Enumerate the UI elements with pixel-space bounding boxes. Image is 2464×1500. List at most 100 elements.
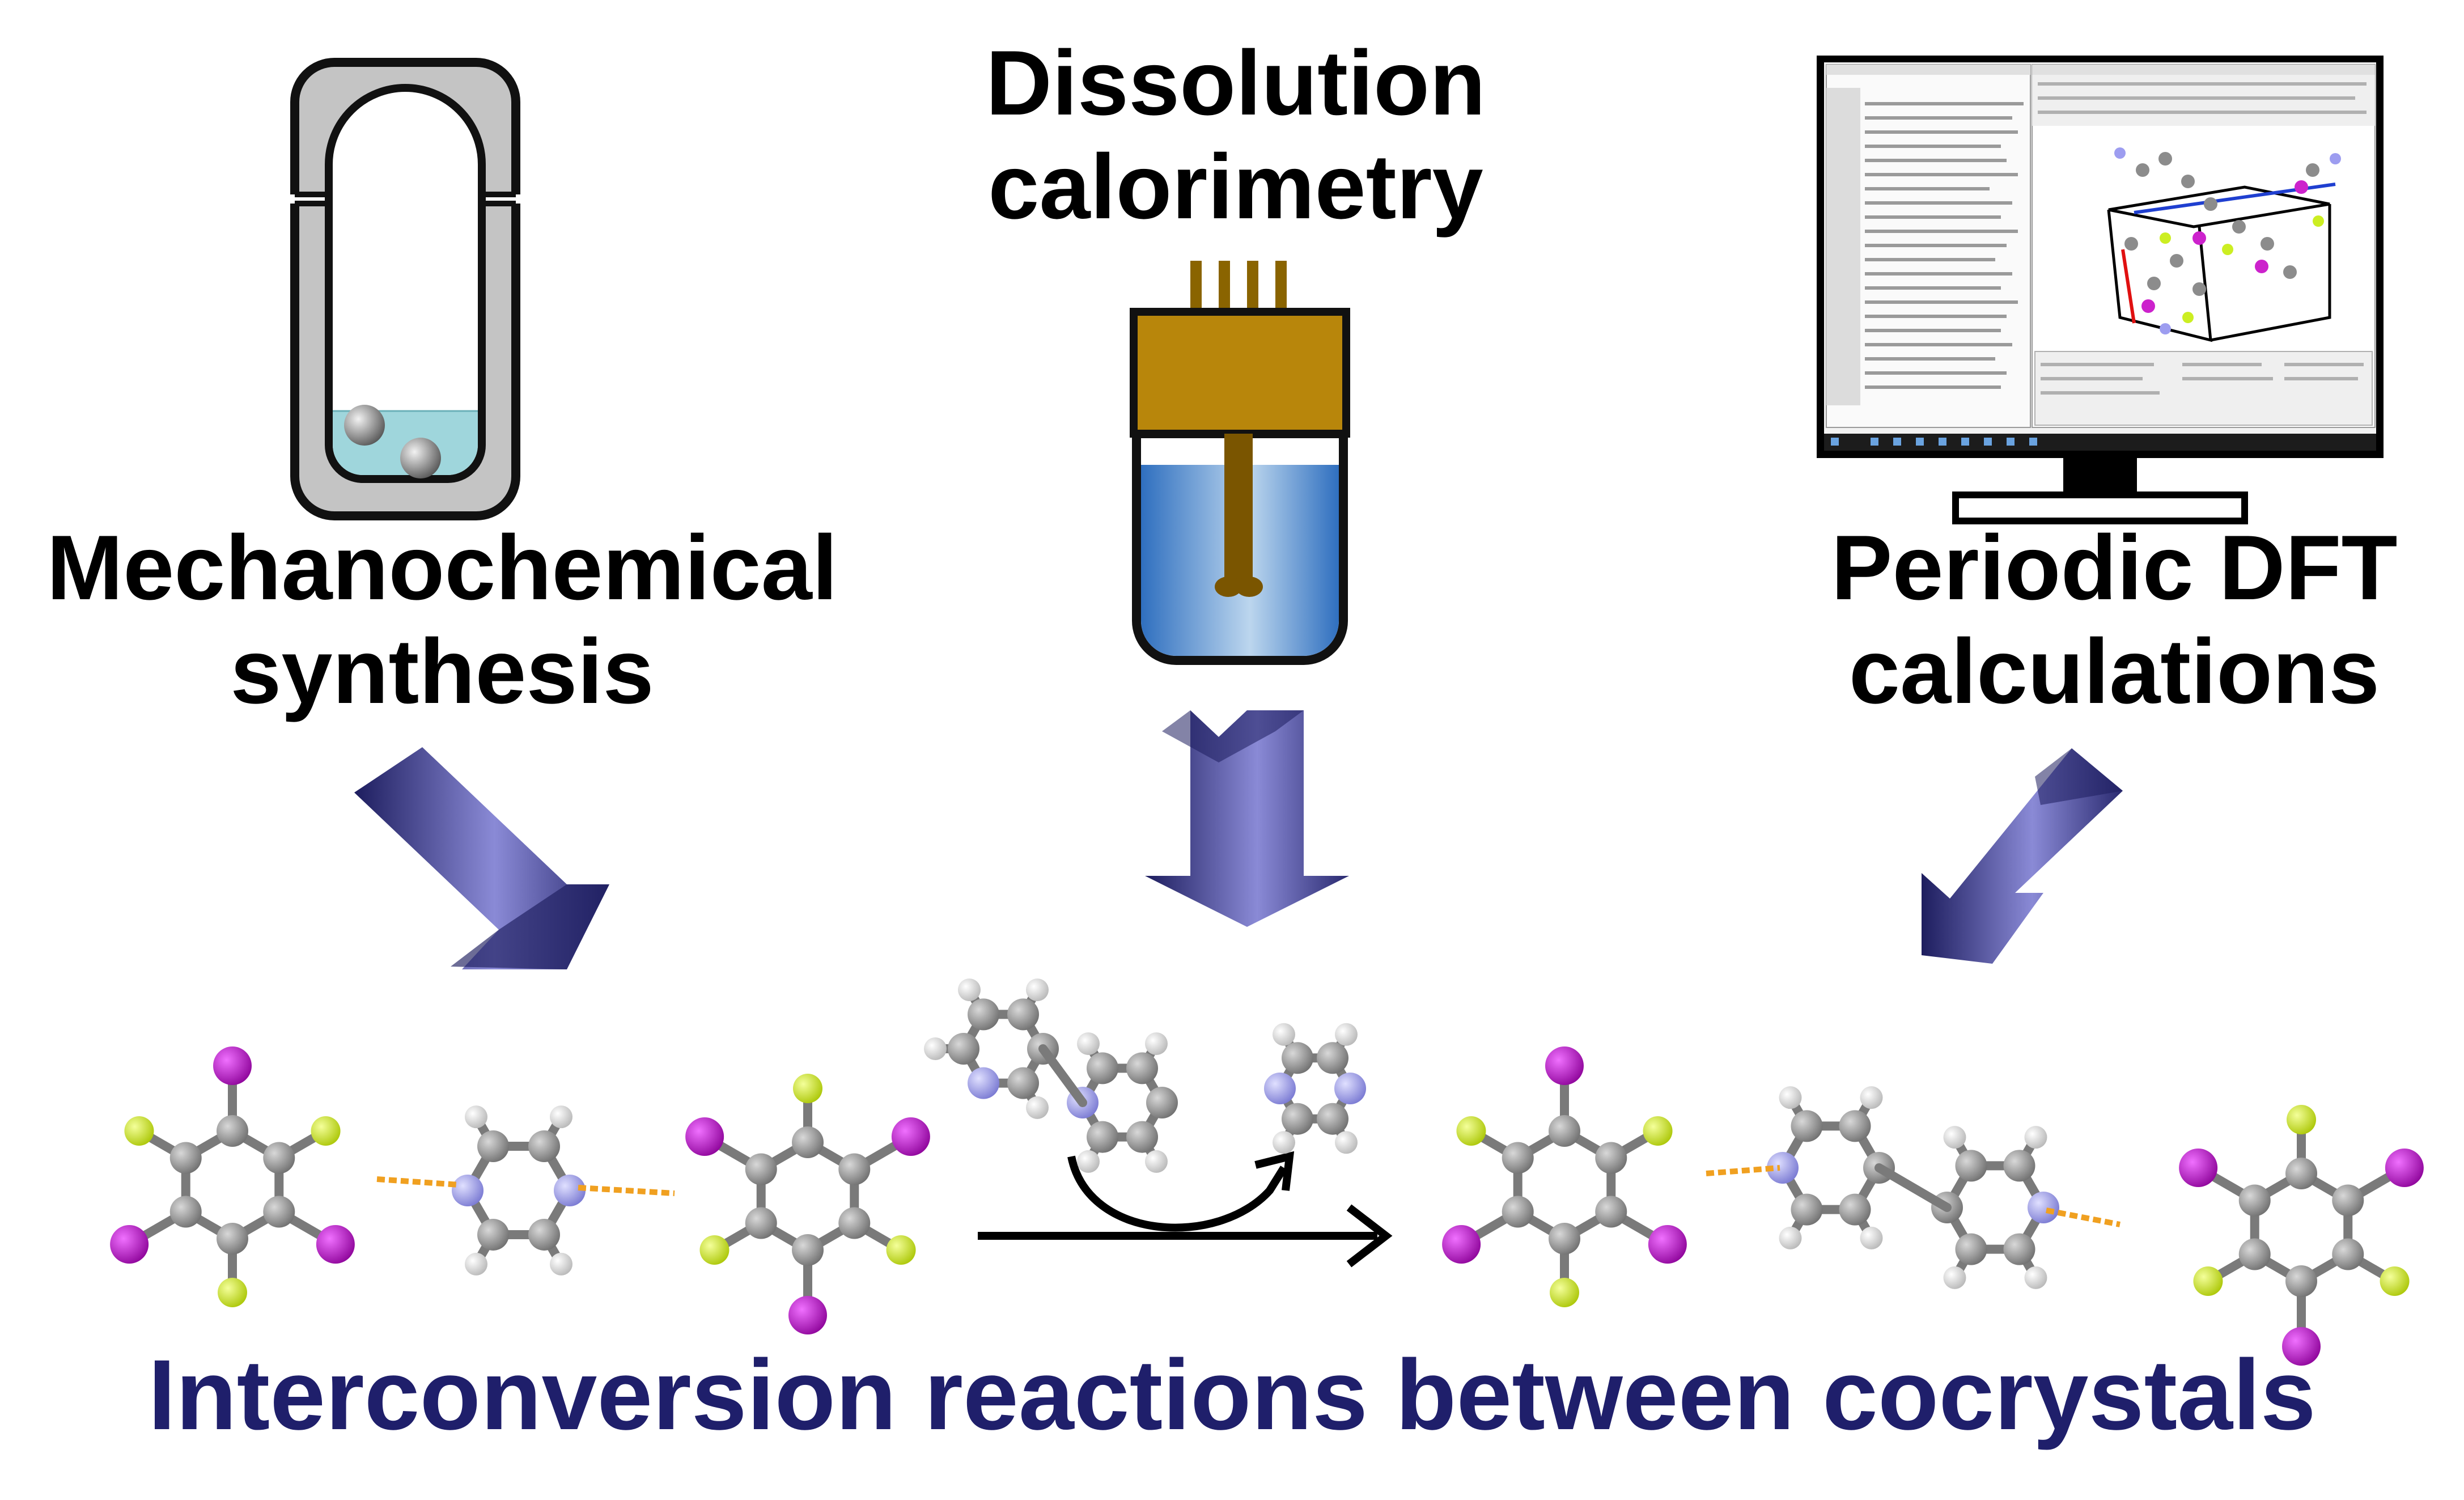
carbon-atom <box>1317 1103 1348 1135</box>
hydrogen-atom <box>2024 1126 2047 1149</box>
hydrogen-atom <box>550 1105 572 1129</box>
carbon-atom <box>528 1130 560 1163</box>
milling-jar-icon <box>283 58 527 520</box>
fluorine-atom <box>124 1116 154 1146</box>
iodine-atom <box>2282 1327 2321 1366</box>
carbon-atom <box>1087 1121 1118 1153</box>
iodine-atom <box>213 1046 252 1085</box>
carbon-atom <box>792 1126 824 1158</box>
carbon-atom <box>1007 1067 1039 1099</box>
covalent-bond <box>1038 1044 1087 1107</box>
dissolution-line-2: calorimetry <box>988 135 1483 239</box>
iodine-atom <box>1545 1046 1584 1085</box>
fluorine-atom <box>218 1278 247 1307</box>
arrow-center-down <box>1145 710 1349 927</box>
carbon-atom <box>1087 1052 1118 1084</box>
carbon-atom <box>477 1218 509 1251</box>
hydrogen-atom <box>1145 1032 1168 1056</box>
dft-line-2: calculations <box>1848 620 2380 723</box>
carbon-atom <box>968 998 999 1031</box>
carbon-atom <box>1955 1233 1987 1265</box>
carbon-atom <box>1007 998 1039 1031</box>
carbon-atom <box>1791 1193 1823 1226</box>
hydrogen-atom <box>1145 1150 1168 1173</box>
hydrogen-atom <box>550 1252 572 1276</box>
carbon-atom <box>1317 1042 1348 1074</box>
hydrogen-atom <box>1026 978 1049 1002</box>
hydrogen-atom <box>1335 1131 1358 1154</box>
iodine-atom <box>891 1117 930 1156</box>
calorimeter-icon <box>1130 261 1350 665</box>
dissolution-calorimetry-label: Dissolution calorimetry <box>941 31 1530 239</box>
milling-ball <box>400 438 441 478</box>
fluorine-atom <box>1550 1278 1579 1307</box>
nitrogen-atom <box>1264 1073 1296 1104</box>
fluorine-atom <box>2287 1105 2316 1134</box>
fluorine-atom <box>886 1235 916 1265</box>
carbon-atom <box>217 1115 248 1147</box>
nitrogen-atom <box>968 1067 999 1099</box>
milling-ball <box>344 405 385 446</box>
fluorine-atom <box>1643 1116 1673 1146</box>
carbon-atom <box>2003 1150 2035 1182</box>
nitrogen-atom <box>554 1175 586 1206</box>
carbon-atom <box>1595 1142 1627 1174</box>
nitrogen-atom <box>2028 1192 2059 1223</box>
carbon-atom <box>1146 1087 1178 1118</box>
main-title: Interconversion reactions between cocrys… <box>148 1340 2316 1451</box>
carbon-atom <box>169 1142 202 1174</box>
hydrogen-atom <box>1860 1086 1883 1109</box>
hydrogen-atom <box>465 1252 487 1276</box>
carbon-atom <box>1126 1121 1158 1153</box>
carbon-atom <box>792 1234 824 1266</box>
carbon-atom <box>1955 1150 1987 1182</box>
carbon-atom <box>838 1153 871 1185</box>
carbon-atom <box>1839 1110 1871 1142</box>
iodine-atom <box>316 1225 355 1264</box>
carbon-atom <box>2238 1238 2271 1270</box>
carbon-atom <box>1791 1110 1823 1142</box>
carbon-atom <box>263 1196 295 1228</box>
mechanochemical-line-2: synthesis <box>230 620 654 723</box>
nitrogen-atom <box>452 1175 484 1206</box>
carbon-atom <box>838 1207 871 1239</box>
carbon-atom <box>2003 1233 2035 1265</box>
halogen-bond <box>376 1176 460 1188</box>
hydrogen-atom <box>1077 1150 1100 1173</box>
carbon-atom <box>477 1130 509 1163</box>
carbon-atom <box>1502 1142 1534 1174</box>
dft-line-1: Periodic DFT <box>1831 516 2398 619</box>
carbon-atom <box>2332 1238 2364 1270</box>
carbon-atom <box>1282 1103 1313 1135</box>
hydrogen-atom <box>1273 1023 1295 1046</box>
fluorine-atom <box>311 1116 341 1146</box>
carbon-atom <box>2332 1184 2364 1217</box>
halogen-bond <box>1706 1165 1780 1176</box>
carbon-atom <box>2238 1184 2271 1217</box>
reaction-arrow <box>978 1151 1393 1268</box>
carbon-atom <box>528 1218 560 1251</box>
carbon-atom <box>263 1142 295 1174</box>
carbon-atom <box>948 1033 979 1065</box>
hydrogen-atom <box>1077 1032 1100 1056</box>
hydrogen-atom <box>2024 1266 2047 1289</box>
fluorine-atom <box>699 1235 730 1265</box>
carbon-atom <box>745 1153 777 1185</box>
nitrogen-atom <box>1334 1073 1366 1104</box>
mechanochemical-line-1: Mechanochemical <box>46 516 838 619</box>
hydrogen-atom <box>924 1037 947 1060</box>
iodine-atom <box>1442 1225 1481 1264</box>
computer-monitor-icon <box>1817 56 2384 524</box>
fluorine-atom <box>793 1074 822 1103</box>
hydrogen-atom <box>1779 1086 1802 1109</box>
fluorine-atom <box>2193 1266 2223 1296</box>
hydrogen-atom <box>1943 1126 1966 1149</box>
carbon-atom <box>1839 1193 1871 1226</box>
periodic-dft-label: Periodic DFT calculations <box>1786 516 2443 723</box>
carbon-atom <box>169 1196 202 1228</box>
carbon-atom <box>1126 1052 1158 1084</box>
halogen-bond <box>2046 1207 2121 1227</box>
hydrogen-atom <box>1860 1226 1883 1249</box>
carbon-atom <box>745 1207 777 1239</box>
